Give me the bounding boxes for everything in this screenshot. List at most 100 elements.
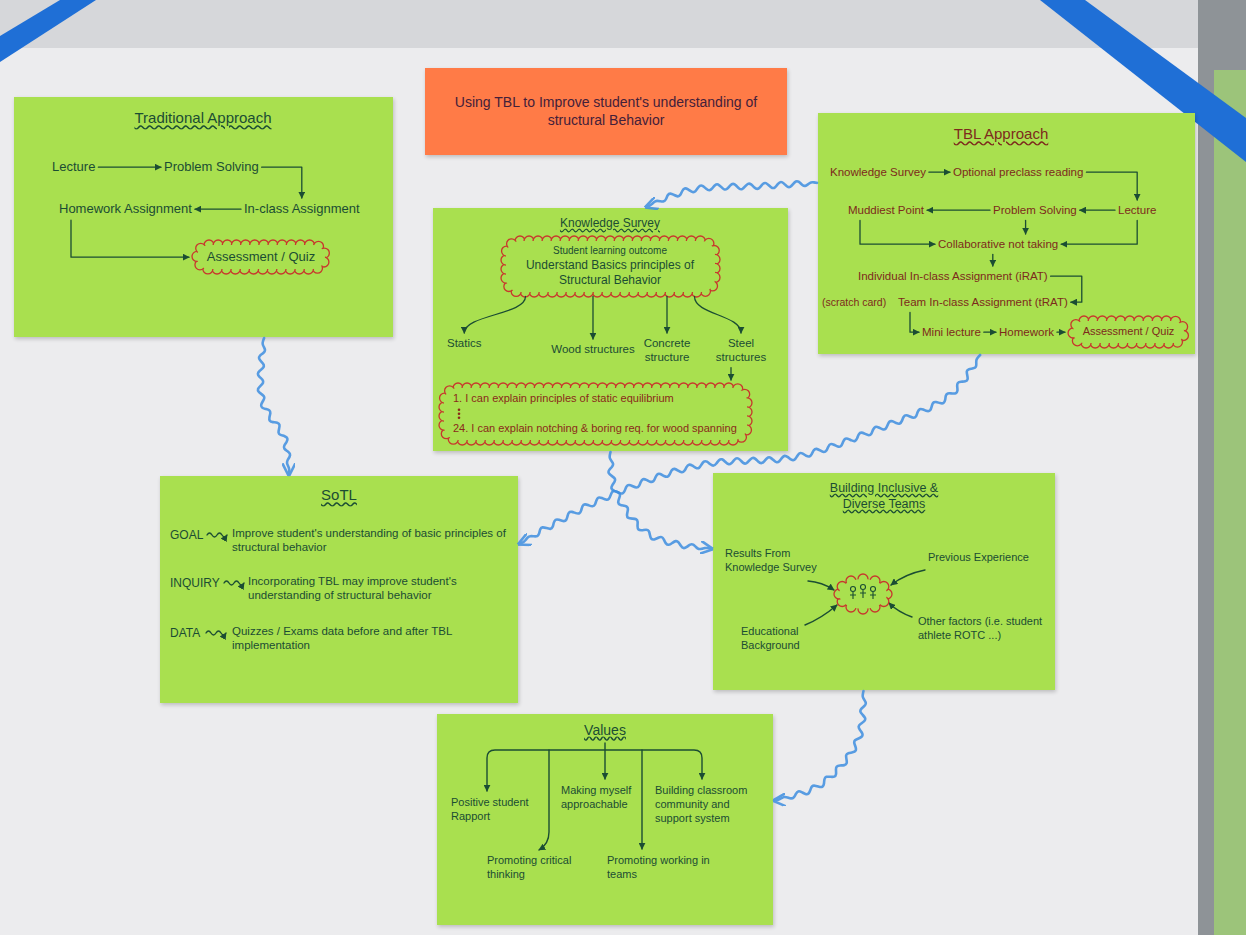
text-slot: SoTL (321, 486, 357, 505)
note-text: GOAL (170, 528, 203, 543)
blue-tape (0, 0, 96, 62)
note-text: Previous Experience (928, 551, 1029, 565)
flow-step: Optional preclass reading (953, 165, 1083, 179)
note-text: INQUIRY (170, 576, 220, 591)
step-label: Problem Solving (164, 159, 259, 175)
cloud-fill (506, 241, 715, 292)
text-slot: GOAL (170, 528, 203, 543)
note-text: Promoting critical thinking (487, 854, 582, 882)
flow-arrow (992, 254, 993, 266)
board-surface (0, 48, 1198, 935)
note-heading: SoTL (321, 486, 357, 505)
flow-step: Statics (447, 336, 482, 350)
cloud-scallops (501, 236, 720, 297)
flow-arrow (927, 210, 990, 211)
flow-arrow (1061, 220, 1137, 244)
cloud-bubble: Assessment / Quiz (1068, 316, 1189, 348)
step-label: Individual In-class Assignment (iRAT) (858, 269, 1048, 283)
note-heading: Knowledge Survey (560, 216, 660, 231)
flow-arrow (262, 167, 302, 198)
text-slot: Other factors (i.e. student athlete ROTC… (918, 615, 1046, 643)
sticky-note: ValuesPositive student RapportMaking mys… (437, 714, 773, 925)
flow-step: Problem Solving (164, 159, 259, 175)
cloud-scallops (439, 383, 752, 445)
ellipsis-dots (458, 408, 461, 419)
step-label: Concrete structure (636, 336, 698, 365)
step-label: Team In-class Assignment (tRAT) (898, 295, 1068, 309)
flow-arrow (1051, 276, 1082, 302)
flow-arrow (984, 332, 996, 333)
flow-arrow (71, 220, 189, 257)
note-text: Making myself approachable (561, 784, 643, 812)
note-text: Improve student's understanding of basic… (232, 526, 508, 555)
step-label: Problem Solving (993, 203, 1077, 217)
note-heading: TBL Approach (954, 125, 1049, 144)
step-label: Homework (999, 325, 1054, 339)
flow-step: Muddiest Point (848, 203, 924, 217)
cloud-fill (444, 388, 747, 440)
crayon-arrow (646, 181, 817, 207)
note-heading: Values (584, 722, 626, 740)
label-slot: (scratch card) (822, 296, 886, 309)
flow-arrow (1025, 220, 1026, 234)
step-label: Wood structures (551, 342, 635, 356)
text-slot: Values (584, 722, 626, 740)
flow-arrow (695, 297, 742, 334)
note-text: Results From Knowledge Survey (725, 547, 830, 575)
flow-arrow (195, 208, 241, 209)
note-text: Promoting working in teams (607, 854, 717, 882)
text-slot: Improve student's understanding of basic… (232, 526, 508, 555)
tree-branch (539, 750, 549, 850)
cloud-text: 1. I can explain principles of static eq… (453, 392, 674, 406)
step-label: In-class Assignment (244, 201, 360, 217)
flow-arrow (1080, 210, 1115, 211)
sticky-note: Traditional ApproachLectureProblem Solvi… (14, 97, 393, 337)
flow-arrow (98, 166, 161, 167)
step-label: Mini lecture (922, 325, 981, 339)
flow-arrow (730, 368, 731, 380)
factor-arrow (889, 603, 912, 617)
crayon-arrow (519, 355, 980, 544)
cloud-scallops (1068, 316, 1188, 348)
text-slot: TBL Approach (954, 125, 1049, 144)
annotation-label: (scratch card) (822, 296, 886, 309)
flow-step: Lecture (52, 159, 95, 175)
flow-step: Knowledge Survey (830, 165, 926, 179)
crayon-arrow (774, 691, 866, 801)
sticky-note: TBL ApproachKnowledge Survey Optional pre… (818, 113, 1195, 354)
text-slot: INQUIRY (170, 576, 220, 591)
flow-step: In-class Assignment (244, 201, 360, 217)
title-note: Using TBL to Improve student's understan… (425, 68, 787, 155)
step-label: Muddiest Point (848, 203, 924, 217)
cloud-text: Understand Basics principles of Structur… (515, 258, 705, 288)
title-text: Using TBL to Improve student's understan… (441, 94, 771, 129)
flow-step: Team In-class Assignment (tRAT) (898, 295, 1068, 309)
note-heading: Building Inclusive & Diverse Teams (809, 481, 959, 512)
factor-arrow (891, 570, 925, 585)
flow-step: Lecture (1118, 203, 1156, 217)
flow-arrow (464, 297, 525, 334)
note-text: Building classroom community and support… (655, 784, 767, 825)
squiggle-arrow (207, 533, 227, 537)
team-cloud (834, 574, 892, 614)
sticky-note: Knowledge SurveyStudent learning outcome… (433, 208, 788, 451)
text-slot: Educational Background (741, 625, 821, 653)
flow-arrow (592, 297, 593, 340)
tree-trunk (604, 743, 605, 779)
note-text: DATA (170, 626, 200, 641)
cloud-fill (197, 245, 325, 269)
sticky-note: Building Inclusive & Diverse TeamsResult… (713, 473, 1055, 690)
note-text: Other factors (i.e. student athlete ROTC… (918, 615, 1046, 643)
sticky-note: SoTL GOAL Improve student's understanding … (160, 476, 518, 703)
flow-arrow (1086, 172, 1137, 200)
text-slot: Knowledge Survey (560, 216, 660, 231)
text-slot: DATA (170, 626, 200, 641)
step-label: Collaborative not taking (938, 237, 1058, 251)
flow-step: Collaborative not taking (938, 237, 1058, 251)
flow-step: Wood structures (551, 342, 635, 356)
flow-arrow (1057, 332, 1065, 333)
flow-arrow (666, 297, 667, 334)
text-slot: Promoting working in teams (607, 854, 717, 882)
cloud-bubble: 1. I can explain principles of static eq… (439, 383, 752, 445)
